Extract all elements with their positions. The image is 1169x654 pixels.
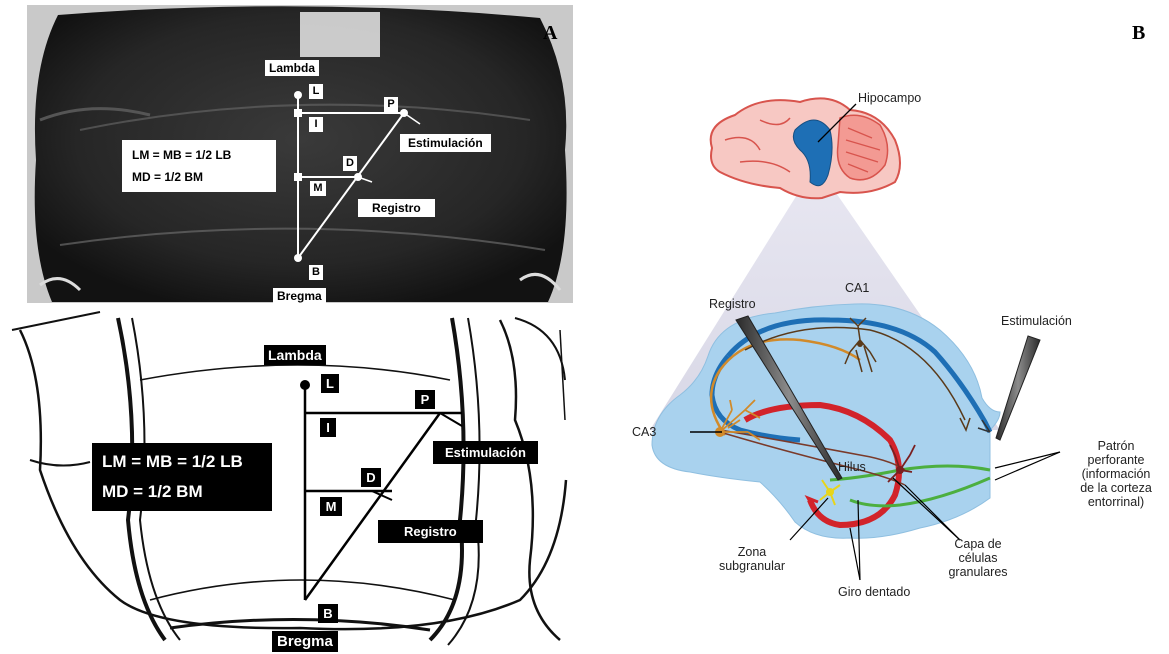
zona-line-1: Zona [707, 545, 797, 559]
patron-line-4: de la corteza [1066, 481, 1166, 495]
ca3-label: CA3 [632, 425, 656, 439]
patron-line-3: (información [1066, 467, 1166, 481]
hipocampo-label: Hipocampo [858, 91, 921, 105]
hippocampus-slice [652, 304, 1000, 538]
brain-icon [711, 98, 900, 198]
patron-line-2: perforante [1066, 453, 1166, 467]
capa-line-3: granulares [938, 565, 1018, 579]
ca1-label: CA1 [845, 281, 869, 295]
hilus-label: Hilus [838, 460, 866, 474]
capa-line-1: Capa de [938, 537, 1018, 551]
registro-label: Registro [709, 297, 756, 311]
zona-line-2: subgranular [707, 559, 797, 573]
patron-line-1: Patrón [1066, 439, 1166, 453]
capa-celulas-label: Capa de células granulares [938, 537, 1018, 579]
patron-line-5: entorrinal) [1066, 495, 1166, 509]
zona-subgranular-label: Zona subgranular [707, 545, 797, 573]
patron-perforante-label: Patrón perforante (información de la cor… [1066, 439, 1166, 509]
stimulation-electrode [996, 336, 1040, 440]
estimulacion-label: Estimulación [1001, 314, 1072, 328]
capa-line-2: células [938, 551, 1018, 565]
giro-dentado-label: Giro dentado [838, 585, 910, 599]
